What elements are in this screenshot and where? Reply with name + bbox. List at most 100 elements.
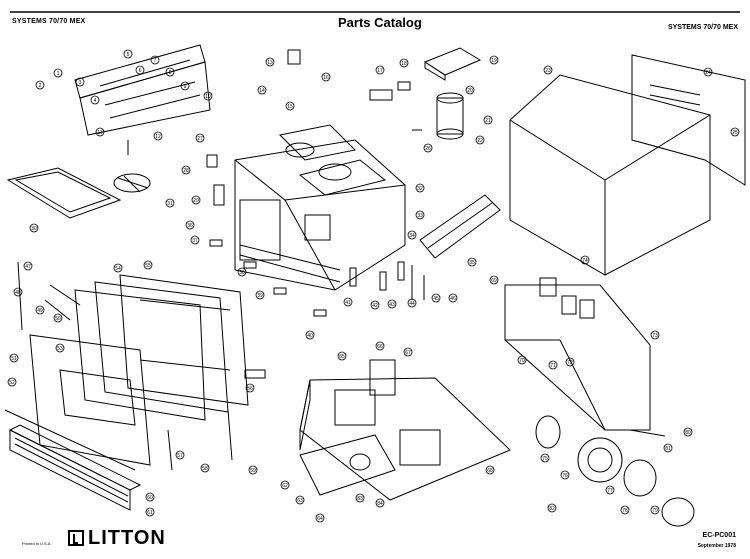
callout-number: 7 — [154, 58, 157, 64]
callout-number: 80 — [685, 430, 691, 436]
callout-number: 4 — [94, 98, 97, 104]
callout-number: 79 — [652, 508, 658, 514]
callout-number: 40 — [307, 333, 313, 339]
callout-number: 2 — [39, 83, 42, 89]
callout-number: 39 — [257, 293, 263, 299]
blower-assembly — [535, 415, 695, 527]
callout-number: 81 — [665, 446, 671, 452]
callout-number: 17 — [377, 68, 383, 74]
callout-number: 1 — [57, 71, 60, 77]
callout-number: 34 — [409, 233, 415, 239]
callout-number: 56 — [247, 386, 253, 392]
printed-note: Printed in U.S.A. — [22, 541, 52, 546]
callout-number: 67 — [405, 350, 411, 356]
callout-number: 44 — [409, 301, 415, 307]
callout-number: 42 — [372, 303, 378, 309]
callout-number: 51 — [11, 356, 17, 362]
header-model-left: SYSTEMS 70/70 MEX — [12, 18, 86, 25]
door-seal-strips — [4, 261, 233, 471]
callout-number: 72 — [567, 360, 573, 366]
callout-number: 76 — [562, 473, 568, 479]
capacitor — [436, 92, 464, 140]
callout-number: 33 — [417, 213, 423, 219]
callout-number: 11 — [97, 130, 102, 136]
mounting-bracket — [423, 47, 482, 81]
callout-number: 74 — [582, 258, 588, 264]
callout-number: 30 — [31, 226, 37, 232]
small-hardware — [44, 49, 666, 437]
door-grille — [8, 424, 142, 511]
callout-number: 13 — [267, 60, 273, 66]
stirrer-fan — [113, 173, 151, 193]
callout-number: 43 — [389, 302, 395, 308]
callout-number: 26 — [425, 146, 431, 152]
callout-number: 52 — [9, 380, 15, 386]
callout-number: 77 — [607, 488, 613, 494]
callout-number: 78 — [622, 508, 628, 514]
callout-number: 47 — [25, 264, 31, 270]
callout-number: 65 — [339, 354, 345, 360]
callout-number: 27 — [197, 136, 203, 142]
callout-number: 10 — [205, 94, 211, 100]
header-model-right: SYSTEMS 70/70 MEX — [667, 24, 738, 31]
callout-number: 68 — [487, 468, 493, 474]
callout-number: 84 — [377, 501, 383, 507]
callout-number: 83 — [357, 496, 363, 502]
callout-number: 70 — [519, 358, 525, 364]
callout-number: 66 — [377, 344, 383, 350]
callout-number: 45 — [433, 296, 439, 302]
back-panel — [631, 54, 746, 186]
callout-number: 82 — [549, 506, 555, 512]
callout-number: 55 — [145, 263, 151, 269]
callout-number: 22 — [477, 138, 483, 144]
callout-number: 60 — [147, 495, 153, 501]
callout-number: 21 — [485, 118, 491, 124]
callout-number: 41 — [345, 300, 351, 306]
callout-number: 75 — [542, 456, 548, 462]
electronics-chassis — [299, 359, 511, 501]
callout-number: 46 — [450, 296, 456, 302]
oven-cavity — [234, 124, 406, 291]
callout-number: 9 — [184, 84, 187, 90]
callout-number: 63 — [297, 498, 303, 504]
callout-number: 20 — [467, 88, 473, 94]
callout-number: 28 — [183, 168, 189, 174]
callout-number: 71 — [550, 363, 556, 369]
callout-number: 61 — [147, 510, 153, 516]
callout-number: 58 — [202, 466, 208, 472]
callout-number: 49 — [37, 308, 43, 314]
callout-markers — [7, 49, 740, 523]
callout-number: 37 — [192, 238, 198, 244]
callout-number: 62 — [282, 483, 288, 489]
litton-logo-icon — [68, 530, 84, 546]
brand-name: LITTON — [88, 527, 166, 549]
callout-number: 18 — [401, 61, 407, 67]
callout-number: 36 — [187, 223, 193, 229]
callout-number: 6 — [139, 68, 142, 74]
callout-number: 15 — [287, 104, 293, 110]
callout-number: 32 — [417, 186, 423, 192]
callout-number: 12 — [155, 134, 161, 140]
callout-number: 5 — [127, 52, 130, 58]
callout-number: 25 — [732, 130, 738, 136]
callout-number: 23 — [545, 68, 551, 74]
callout-number: 53 — [57, 346, 63, 352]
waveguide — [419, 194, 501, 259]
callout-number: 16 — [323, 75, 329, 81]
outer-cabinet — [509, 74, 711, 276]
callout-number: 8 — [169, 70, 172, 76]
callout-number: 57 — [177, 453, 183, 459]
document-date: September 1978 — [697, 543, 736, 549]
callout-number: 73 — [652, 333, 658, 339]
callout-number: 24 — [705, 70, 711, 76]
page-title: Parts Catalog — [338, 15, 422, 30]
callout-number: 50 — [55, 316, 61, 322]
callout-number: 14 — [259, 88, 265, 94]
callout-number: 29 — [193, 198, 199, 204]
control-panel-strip — [74, 44, 211, 136]
callout-number: 38 — [239, 270, 245, 276]
callout-number: 54 — [115, 266, 121, 272]
callout-number: 64 — [317, 516, 323, 522]
